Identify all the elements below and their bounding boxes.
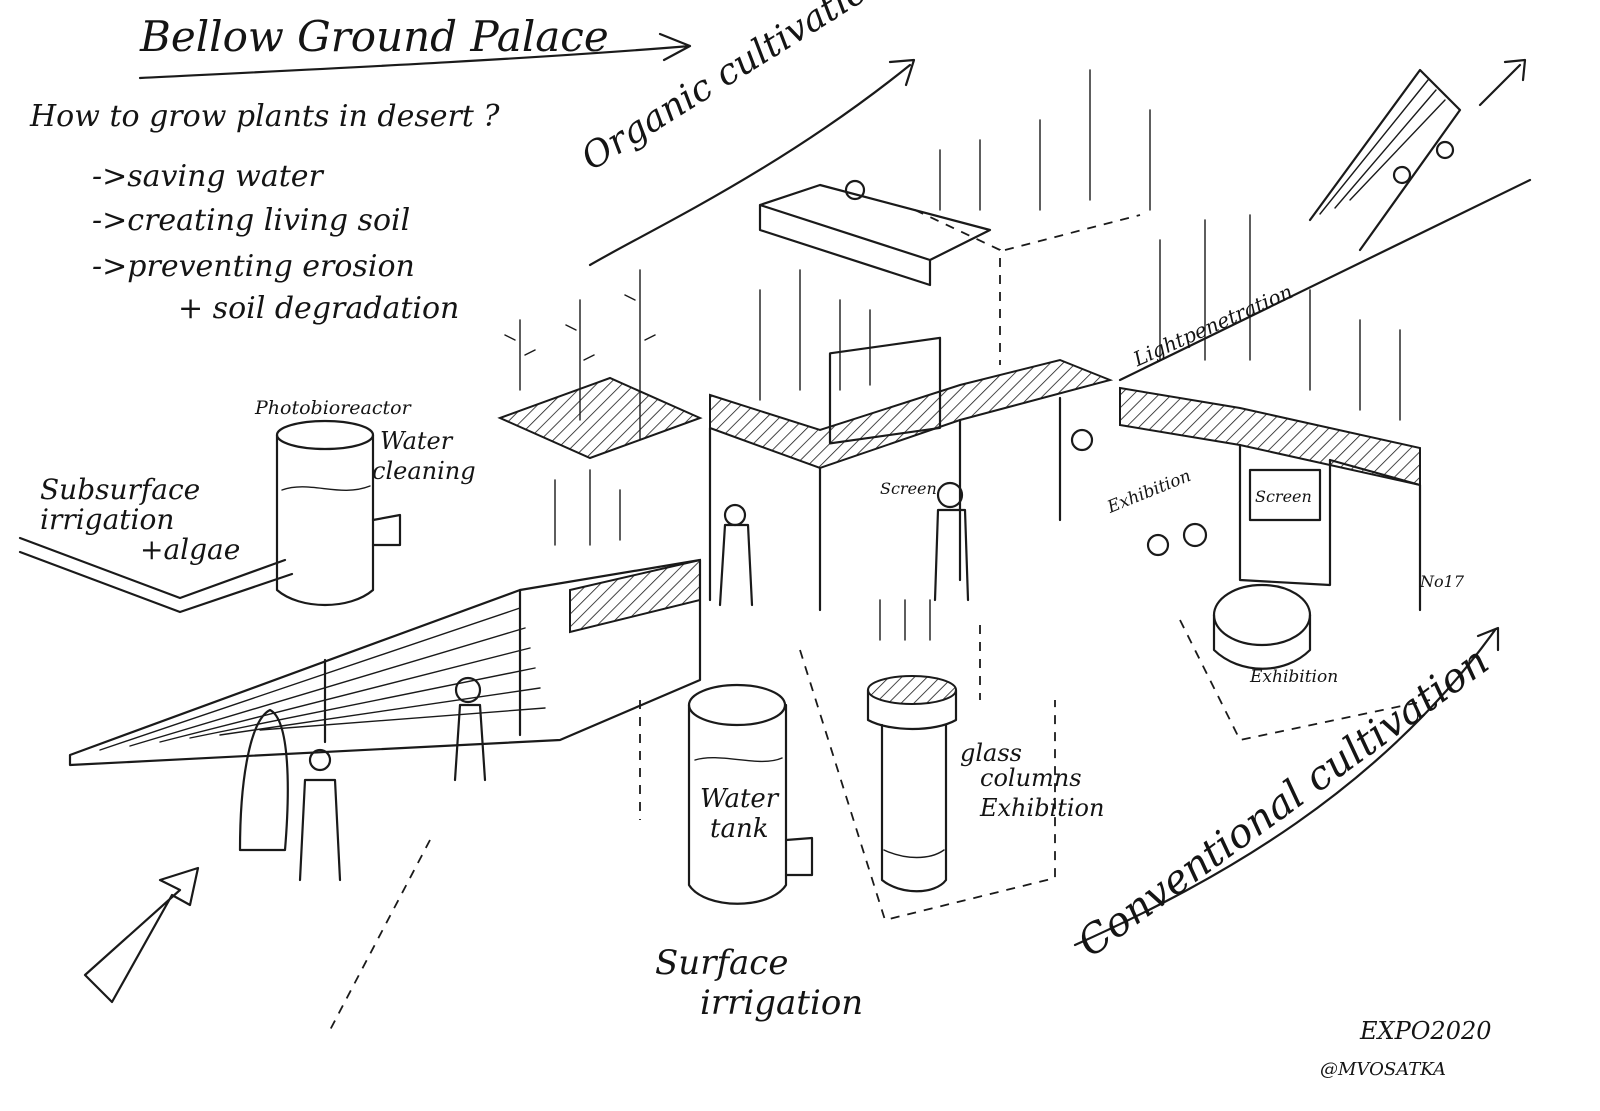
entry-arrow <box>83 866 200 1004</box>
label-surface-irrigation-2: irrigation <box>700 983 864 1023</box>
glass-column <box>866 675 958 893</box>
label-credit: @MVOSATKA <box>1320 1059 1446 1080</box>
organic-arrow <box>588 58 916 267</box>
goal-soil-degradation: + soil degradation <box>178 291 460 326</box>
label-water-tank-1: Water <box>700 784 779 814</box>
label-screen-right: Screen <box>1255 487 1312 506</box>
label-glass-columns-2: columns <box>980 764 1082 792</box>
label-subsurface-3: +algae <box>140 533 241 566</box>
left-ramp-wall <box>68 558 702 767</box>
light-slope <box>1118 68 1532 382</box>
label-expo: EXPO2020 <box>1360 1017 1492 1045</box>
label-photobioreactor: Photobioreactor <box>255 397 411 419</box>
dashed-outline-right <box>1179 619 1431 742</box>
label-water-cleaning-2: cleaning <box>372 457 476 485</box>
label-screen-center: Screen <box>880 479 937 498</box>
question-text: How to grow plants in desert ? <box>30 99 500 134</box>
diagram-title: Bellow Ground Palace <box>140 12 609 61</box>
label-surface-irrigation-1: Surface <box>655 943 789 983</box>
visitor-figures <box>238 140 1455 882</box>
plants <box>504 69 1401 641</box>
dashed-outline-left <box>914 209 1141 365</box>
title-underline <box>138 32 692 80</box>
roof-slab-left <box>497 376 703 460</box>
goal-saving-water: ->saving water <box>92 159 323 194</box>
label-water-cleaning-1: Water <box>380 427 453 455</box>
dashed-outline-front <box>329 625 1056 1031</box>
label-subsurface-1: Subsurface <box>40 473 201 506</box>
roof-slab-center <box>709 358 1114 470</box>
label-glass-columns-1: glass <box>960 739 1022 767</box>
north-arrow <box>1478 58 1527 107</box>
exhibition-walls <box>708 336 1422 612</box>
water-tank <box>687 683 814 905</box>
label-number: No17 <box>1420 572 1464 591</box>
photobioreactor-tank <box>275 419 402 606</box>
roof-slab-front <box>569 558 701 634</box>
goal-erosion: ->preventing erosion <box>92 249 415 284</box>
round-planter <box>1212 583 1312 670</box>
raised-planter <box>758 183 992 287</box>
label-glass-columns-3: Exhibition <box>980 794 1105 822</box>
label-exhibition-2: Exhibition <box>1250 667 1339 687</box>
subsurface-pipe <box>18 536 294 614</box>
conventional-arrow <box>1073 626 1500 947</box>
label-water-tank-2: tank <box>710 814 769 844</box>
goal-living-soil: ->creating living soil <box>92 203 411 238</box>
label-subsurface-2: irrigation <box>40 503 175 536</box>
